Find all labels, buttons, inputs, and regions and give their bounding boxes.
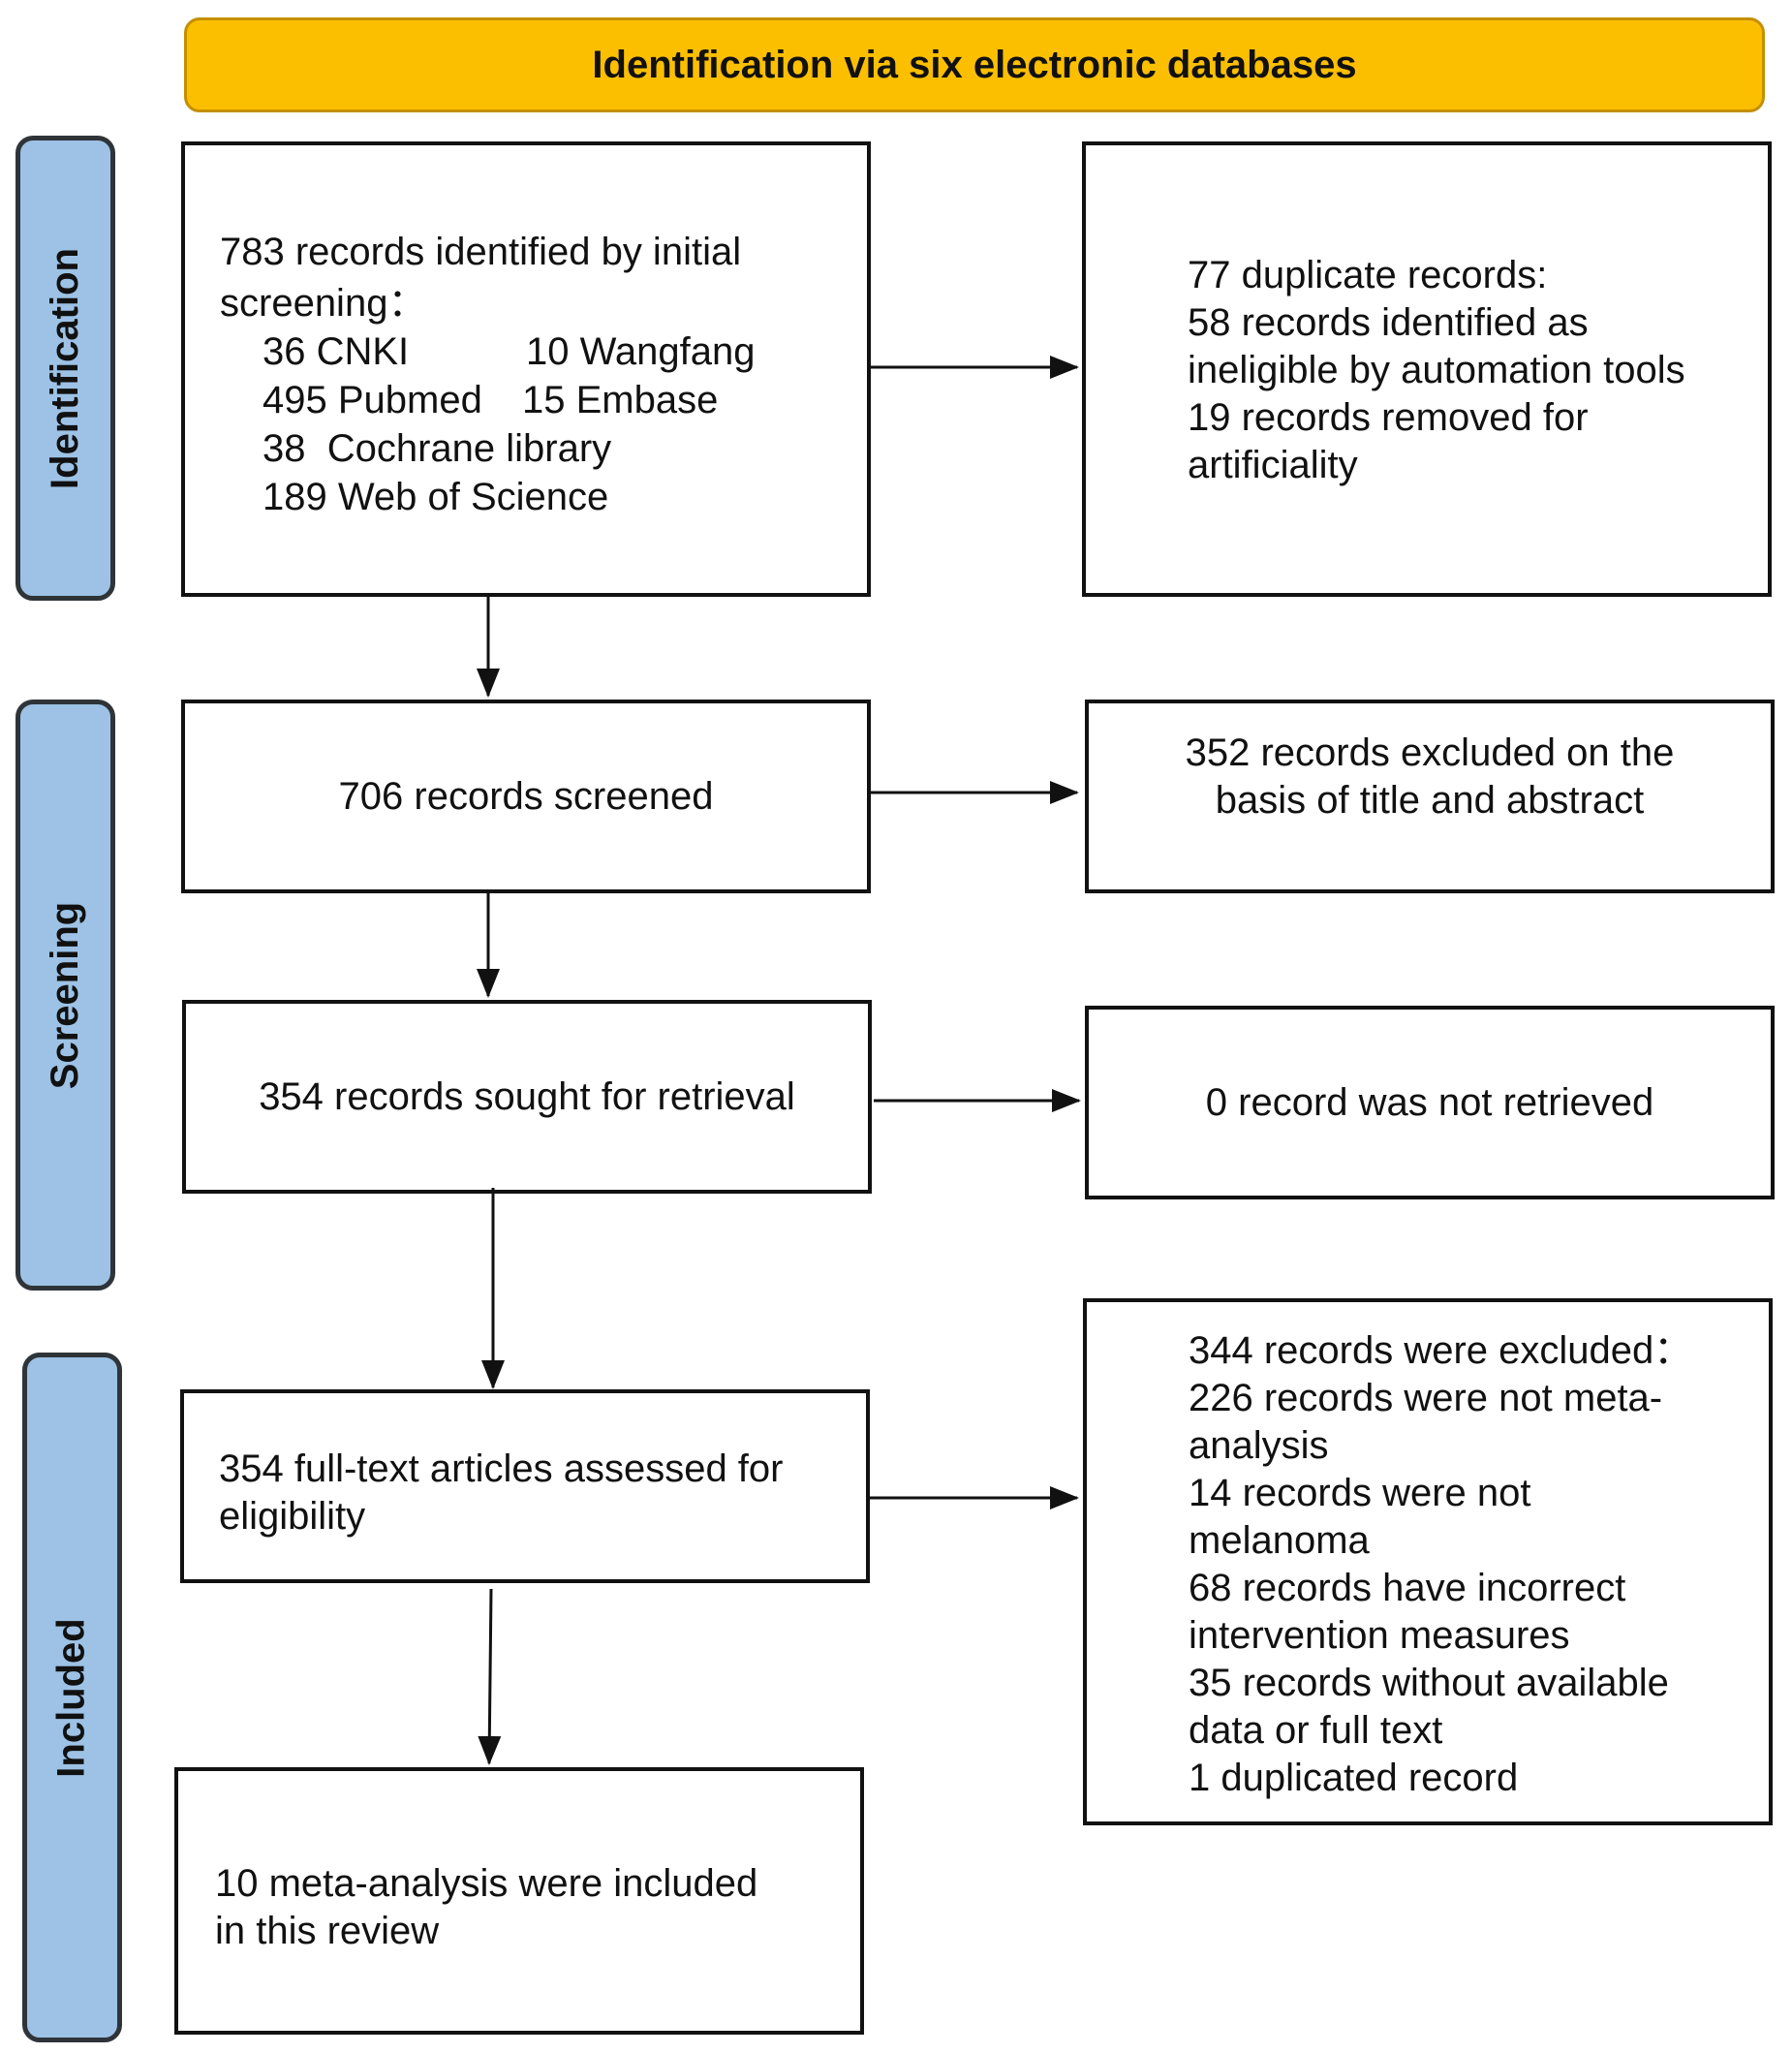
source-item-embase: 15 Embase [522,379,719,421]
source-item-cnki: 36 CNKI [263,330,410,373]
duplicates-line: 58 records identified as [1188,301,1589,344]
database-source-list: 36 CNKI 10 Wangfang 495 Pubmed 15 Embase… [220,327,867,521]
phase-included: Included [22,1353,122,2042]
duplicates-line: 19 records removed for [1188,396,1589,439]
excluded-full-line: 344 records were excluded： [1189,1329,1693,1372]
source-row: 495 Pubmed 15 Embase [263,376,867,424]
excluded-full-line: melanoma [1189,1519,1370,1562]
header-banner: Identification via six electronic databa… [184,17,1765,112]
sought-line: 354 records sought for retrieval [259,1074,795,1118]
box-excluded-title-abstract: 352 records excluded on the basis of tit… [1085,700,1775,893]
arrow-to-included [478,1588,502,1765]
excluded-full-line: 68 records have incorrect [1189,1567,1626,1609]
box-fulltext-assessed: 354 full-text articles assessed for elig… [180,1389,870,1583]
included-line: in this review [215,1910,440,1952]
box-not-retrieved: 0 record was not retrieved [1085,1006,1775,1199]
screened-line: 706 records screened [338,774,714,818]
excluded-full-line: analysis [1189,1424,1329,1467]
box-sought-retrieval: 354 records sought for retrieval [182,1000,872,1194]
initial-line-2: screening： [220,282,427,325]
box-records-screened: 706 records screened [181,700,871,893]
source-item-pubmed: 495 Pubmed [263,379,482,421]
box-included-review: 10 meta-analysis were included in this r… [174,1767,864,2035]
header-title: Identification via six electronic databa… [592,43,1357,86]
phase-identification: Identification [15,136,115,601]
box-duplicate-records: 77 duplicate records: 58 records identif… [1082,141,1772,597]
box-excluded-fulltext: 344 records were excluded： 226 records w… [1083,1298,1773,1825]
excluded-full-line: 226 records were not meta- [1189,1377,1663,1419]
included-line: 10 meta-analysis were included [215,1862,758,1905]
duplicates-line: 77 duplicate records: [1188,254,1548,296]
fulltext-line: 354 full-text articles assessed for [219,1447,784,1490]
duplicates-line: artificiality [1188,444,1358,486]
source-item-cochrane: 38 Cochrane library [263,427,612,470]
fulltext-line: eligibility [219,1495,366,1538]
duplicates-line: ineligible by automation tools [1188,349,1685,391]
source-item-wangfang: 10 Wangfang [526,330,756,373]
box-initial-records: 783 records identified by initial screen… [181,141,871,597]
excluded-full-line: 35 records without available [1189,1662,1669,1704]
excluded-full-line: 14 records were not [1189,1472,1531,1514]
initial-line-1: 783 records identified by initial [220,231,742,273]
source-item-web-of-science: 189 Web of Science [263,476,609,518]
excluded-full-line: data or full text [1189,1709,1443,1752]
phase-screening: Screening [15,700,115,1291]
excluded-title-line: basis of title and abstract [1215,779,1645,822]
excluded-title-line: 352 records excluded on the [1185,731,1675,774]
excluded-full-line: intervention measures [1189,1614,1570,1657]
not-retrieved-line: 0 record was not retrieved [1205,1080,1654,1124]
excluded-full-line: 1 duplicated record [1189,1757,1519,1799]
source-row: 36 CNKI 10 Wangfang [263,327,867,376]
